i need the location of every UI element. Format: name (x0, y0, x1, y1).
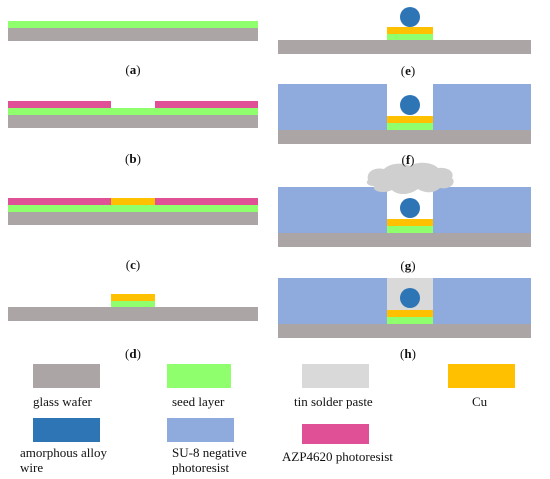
panel-c-seed-layer (8, 205, 258, 212)
panel-g-alloy-wire (400, 198, 420, 218)
legend-cu-swatch (448, 364, 515, 388)
panel-f-glass-wafer (278, 130, 531, 144)
legend-cu-label: Cu (472, 394, 488, 409)
panel-h-seed-layer (387, 317, 433, 324)
panel-b-graphic (8, 101, 258, 128)
panel-e-alloy-wire (400, 7, 420, 27)
panel-c-photoresist-right (155, 198, 258, 205)
panel-g-solder-paste-blob (366, 162, 454, 195)
panel-g-glass-wafer (278, 233, 531, 247)
panel-e-cu-layer (387, 27, 433, 34)
panel-f-graphic (278, 84, 531, 144)
panel-a-glass-wafer (8, 28, 258, 41)
panel-a-graphic (8, 21, 258, 41)
panel-h-su8-left (278, 278, 387, 324)
panel-f-seed-layer (387, 123, 433, 130)
panel-f-alloy-wire (400, 95, 420, 115)
panel-b-seed-layer (8, 108, 258, 115)
legend-seed-swatch (167, 364, 231, 388)
panel-h-glass-wafer (278, 324, 531, 338)
legend-azp-label: AZP4620 photoresist (282, 449, 393, 464)
legend-swatches (33, 364, 515, 444)
panel-g-cu-layer (387, 219, 433, 226)
panel-label-c: (c) (125, 257, 141, 272)
panel-b-photoresist-right (155, 101, 258, 108)
panel-f-cu-layer (387, 116, 433, 123)
legend-azp-swatch (302, 424, 369, 444)
panel-label-d: (d) (125, 346, 141, 361)
panel-label-b: (b) (125, 151, 141, 166)
panel-d-glass-wafer (8, 307, 258, 321)
panel-label-g: (g) (400, 258, 416, 273)
panel-e-graphic (278, 7, 531, 54)
panel-b-glass-wafer (8, 115, 258, 128)
panel-label-f: (f) (401, 152, 415, 167)
panel-label-a: (a) (125, 62, 141, 77)
panel-h-cu-layer (387, 310, 433, 317)
legend-su8-swatch (167, 418, 234, 442)
legend-glass-swatch (33, 364, 100, 388)
panel-g-su8-right (433, 187, 531, 233)
panel-h-graphic (278, 278, 531, 338)
legend-su8-label: SU-8 negative photoresist (172, 445, 247, 475)
panel-c-graphic (8, 198, 258, 225)
panel-h-alloy-wire (400, 288, 420, 308)
panel-d-seed-layer (111, 301, 155, 307)
legend-wire-swatch (33, 418, 100, 442)
panel-g-seed-layer (387, 226, 433, 233)
panel-c-cu-layer (111, 198, 155, 205)
panel-c-glass-wafer (8, 212, 258, 225)
legend-seed-label: seed layer (172, 394, 225, 409)
panel-d-graphic (8, 294, 258, 321)
panel-e-seed-layer (387, 34, 433, 40)
panel-f-su8-right (433, 84, 531, 130)
legend-solder-label: tin solder paste (294, 394, 373, 409)
panel-d-cu-layer (111, 294, 155, 301)
legend-glass-label: glass wafer (33, 394, 92, 409)
panel-g-graphic (278, 162, 531, 247)
panel-f-su8-left (278, 84, 387, 130)
panel-a-seed-layer (8, 21, 258, 28)
panel-label-h: (h) (400, 346, 416, 361)
legend-solder-swatch (302, 364, 369, 388)
panel-label-e: (e) (400, 63, 416, 78)
panel-e-glass-wafer (278, 40, 531, 54)
panel-h-su8-right (433, 278, 531, 324)
panel-b-photoresist-left (8, 101, 111, 108)
panel-g-su8-left (278, 187, 387, 233)
legend-wire-label: amorphous alloy wire (20, 445, 108, 475)
panel-c-photoresist-left (8, 198, 111, 205)
